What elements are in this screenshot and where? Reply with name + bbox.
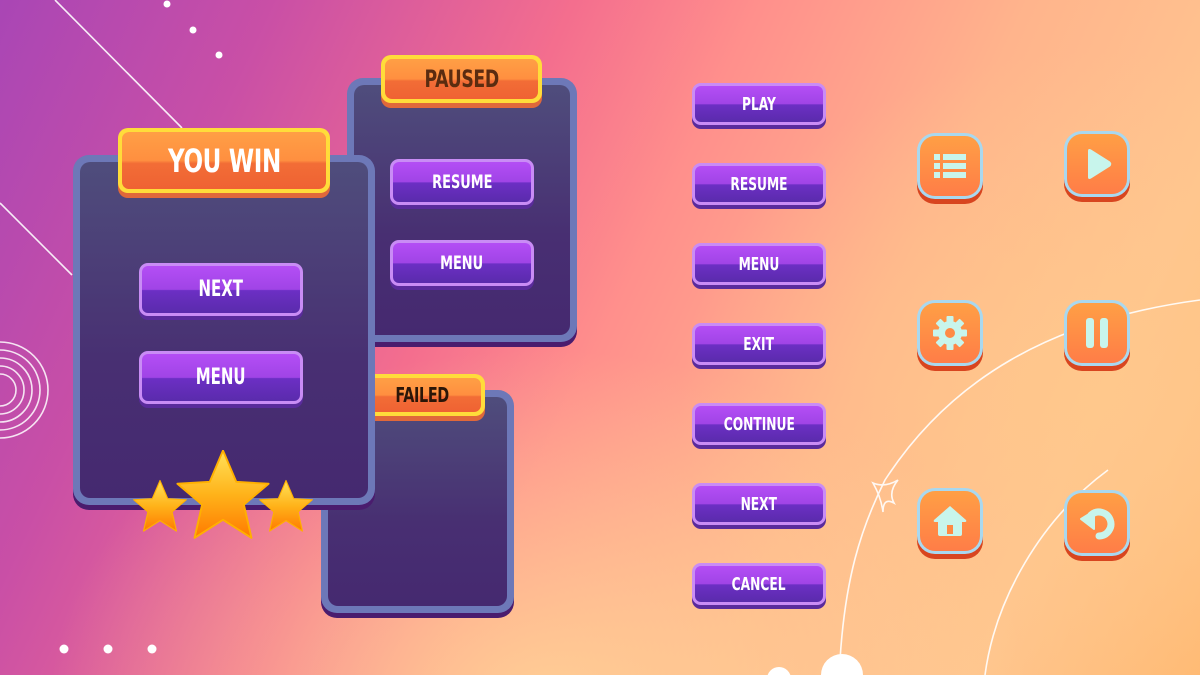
you-win-title-ribbon: YOU WIN	[118, 128, 330, 193]
resume-button[interactable]: RESUME	[692, 163, 826, 205]
list-icon	[934, 154, 966, 178]
exit-button[interactable]: EXIT	[692, 323, 826, 365]
paused-panel	[347, 78, 577, 342]
pause-icon	[1086, 318, 1108, 348]
failed-title-ribbon: FAILED	[360, 374, 485, 416]
cancel-button[interactable]: CANCEL	[692, 563, 826, 605]
restart-button[interactable]	[1064, 490, 1130, 556]
star-icon	[176, 450, 270, 539]
play-button[interactable]: PLAY	[692, 83, 826, 125]
star-rating	[133, 450, 313, 539]
paused-resume-button[interactable]: RESUME	[390, 159, 534, 205]
settings-button[interactable]	[917, 300, 983, 366]
you-win-menu-button[interactable]: MENU	[139, 351, 303, 404]
continue-button[interactable]: CONTINUE	[692, 403, 826, 445]
you-win-next-button[interactable]: NEXT	[139, 263, 303, 316]
gear-icon	[933, 316, 967, 350]
pause-button[interactable]	[1064, 300, 1130, 366]
play-icon	[1088, 149, 1112, 179]
home-icon	[933, 506, 967, 536]
menu-button[interactable]: MENU	[692, 243, 826, 285]
you-win-panel	[73, 155, 375, 505]
list-button[interactable]	[917, 133, 983, 199]
failed-title: FAILED	[395, 383, 450, 407]
you-win-title: YOU WIN	[167, 141, 281, 180]
next-button[interactable]: NEXT	[692, 483, 826, 525]
restart-icon	[1080, 508, 1115, 540]
star-icon	[259, 479, 313, 532]
paused-title-ribbon: PAUSED	[381, 55, 542, 103]
play-icon-button[interactable]	[1064, 131, 1130, 197]
star-icon	[133, 479, 187, 532]
paused-title: PAUSED	[424, 65, 499, 93]
home-button[interactable]	[917, 488, 983, 554]
paused-menu-button[interactable]: MENU	[390, 240, 534, 286]
